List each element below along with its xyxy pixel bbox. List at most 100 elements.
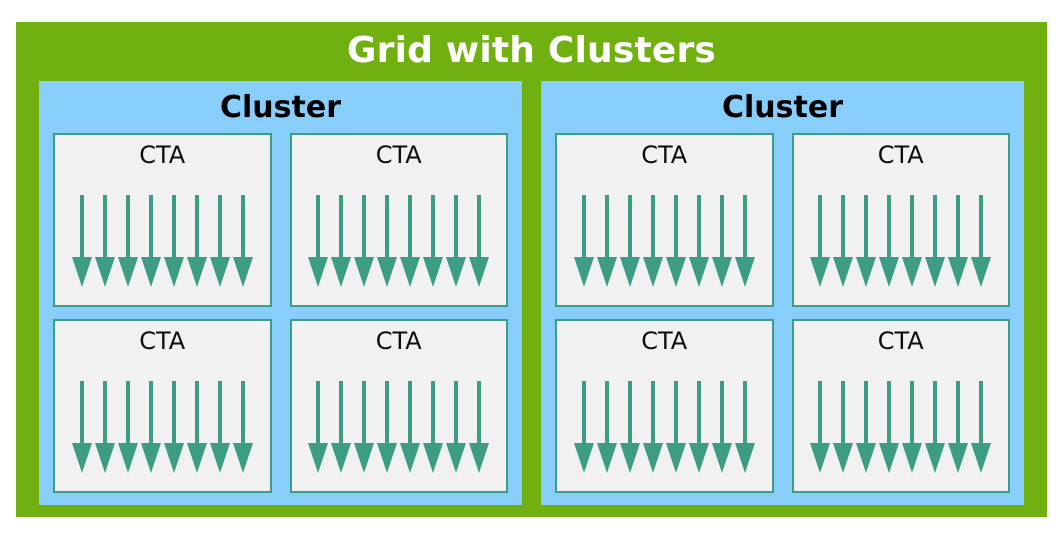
arrow-shaft xyxy=(933,381,938,445)
arrow-shaft xyxy=(316,195,321,259)
arrow-head xyxy=(71,443,92,473)
arrow-head xyxy=(354,443,375,473)
arrow-head xyxy=(665,443,686,473)
cluster-0-title: Cluster xyxy=(220,90,341,125)
arrow-shaft xyxy=(362,195,367,259)
arrow-head xyxy=(573,443,594,473)
arrow-head xyxy=(925,443,946,473)
arrow-shaft xyxy=(194,381,199,445)
arrow-head xyxy=(711,257,732,287)
arrow-shaft xyxy=(362,381,367,445)
arrow-shaft xyxy=(627,195,632,259)
arrow-shaft xyxy=(102,195,107,259)
cta-0-2: CTA xyxy=(53,319,272,493)
down-arrow-icon xyxy=(445,381,468,473)
down-arrow-icon xyxy=(809,381,832,473)
down-arrow-icon xyxy=(687,195,710,287)
arrow-head xyxy=(596,443,617,473)
arrow-shaft xyxy=(979,381,984,445)
arrow-head xyxy=(308,257,329,287)
down-arrow-icon xyxy=(307,381,330,473)
down-arrow-icon xyxy=(376,381,399,473)
arrow-head xyxy=(971,443,992,473)
arrow-head xyxy=(971,257,992,287)
arrow-head xyxy=(94,443,115,473)
arrow-shaft xyxy=(316,381,321,445)
down-arrow-icon xyxy=(185,381,208,473)
down-arrow-icon xyxy=(855,195,878,287)
arrow-shaft xyxy=(956,195,961,259)
cta-1-1-label: CTA xyxy=(877,141,924,169)
down-arrow-icon xyxy=(139,195,162,287)
down-arrow-icon xyxy=(855,381,878,473)
cluster-0: Cluster CTA CTA CTA CTA xyxy=(39,81,522,505)
arrow-head xyxy=(856,443,877,473)
arrow-head xyxy=(140,443,161,473)
down-arrow-icon xyxy=(93,195,116,287)
arrow-head xyxy=(810,257,831,287)
down-arrow-icon xyxy=(947,381,970,473)
arrow-shaft xyxy=(171,195,176,259)
cta-1-2: CTA xyxy=(555,319,774,493)
down-arrow-icon xyxy=(878,195,901,287)
arrow-shaft xyxy=(696,195,701,259)
down-arrow-icon xyxy=(70,195,93,287)
cta-1-3-threads xyxy=(794,381,1009,473)
arrow-shaft xyxy=(431,381,436,445)
cta-0-3-threads xyxy=(292,381,507,473)
arrow-head xyxy=(469,257,490,287)
arrow-head xyxy=(879,443,900,473)
arrow-shaft xyxy=(719,195,724,259)
arrow-head xyxy=(209,443,230,473)
down-arrow-icon xyxy=(70,381,93,473)
arrow-shaft xyxy=(910,381,915,445)
arrow-head xyxy=(856,257,877,287)
down-arrow-icon xyxy=(93,381,116,473)
down-arrow-icon xyxy=(901,195,924,287)
down-arrow-icon xyxy=(376,195,399,287)
arrow-head xyxy=(400,443,421,473)
down-arrow-icon xyxy=(641,381,664,473)
down-arrow-icon xyxy=(162,381,185,473)
arrow-shaft xyxy=(431,195,436,259)
cluster-1-cta-grid: CTA CTA CTA CTA xyxy=(555,133,1010,493)
arrow-head xyxy=(688,443,709,473)
down-arrow-icon xyxy=(809,195,832,287)
down-arrow-icon xyxy=(330,195,353,287)
down-arrow-icon xyxy=(664,381,687,473)
arrow-head xyxy=(232,257,253,287)
cta-1-1-threads xyxy=(794,195,1009,287)
arrow-shaft xyxy=(581,381,586,445)
cta-0-3-label: CTA xyxy=(375,327,422,355)
cta-1-1: CTA xyxy=(791,133,1010,307)
arrow-shaft xyxy=(194,195,199,259)
down-arrow-icon xyxy=(468,381,491,473)
arrow-shaft xyxy=(841,195,846,259)
arrow-head xyxy=(948,257,969,287)
arrow-head xyxy=(902,443,923,473)
arrow-head xyxy=(642,257,663,287)
arrow-head xyxy=(163,443,184,473)
cta-0-2-label: CTA xyxy=(139,327,186,355)
arrow-head xyxy=(163,257,184,287)
arrow-shaft xyxy=(125,195,130,259)
down-arrow-icon xyxy=(330,381,353,473)
cta-1-3: CTA xyxy=(791,319,1010,493)
arrow-head xyxy=(209,257,230,287)
arrow-head xyxy=(94,257,115,287)
arrow-head xyxy=(573,257,594,287)
down-arrow-icon xyxy=(422,195,445,287)
arrow-shaft xyxy=(696,381,701,445)
down-arrow-icon xyxy=(970,381,993,473)
down-arrow-icon xyxy=(733,195,756,287)
arrow-head xyxy=(232,443,253,473)
arrow-shaft xyxy=(673,195,678,259)
cluster-1-title: Cluster xyxy=(722,90,843,125)
down-arrow-icon xyxy=(231,381,254,473)
arrow-shaft xyxy=(864,195,869,259)
down-arrow-icon xyxy=(572,195,595,287)
arrow-head xyxy=(377,443,398,473)
arrow-shaft xyxy=(887,195,892,259)
cta-0-0: CTA xyxy=(53,133,272,307)
down-arrow-icon xyxy=(595,381,618,473)
